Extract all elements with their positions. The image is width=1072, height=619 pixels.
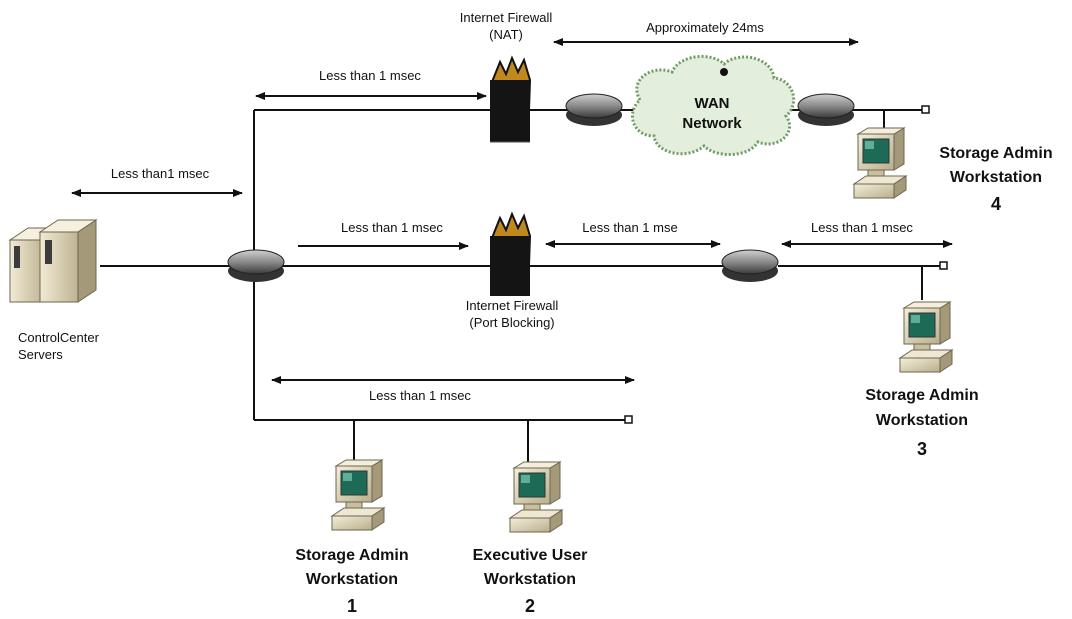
terminator-bottom: [624, 415, 633, 424]
ws2-label-line1: Executive User: [473, 547, 588, 564]
ws1-label-line1: Storage Admin: [295, 547, 408, 564]
firewall-nat-label-2: (NAT): [489, 27, 523, 42]
router-top-right: [797, 93, 855, 126]
terminator-mid: [939, 261, 948, 270]
firewall-port-blocking: [490, 211, 532, 296]
ws1-number: 1: [347, 596, 357, 616]
workstation-icon-4: [852, 127, 908, 199]
workstation-icon-3: [898, 301, 954, 373]
wan-label-1: WAN: [695, 95, 730, 112]
servers-label-2: Servers: [18, 347, 63, 362]
terminator-top: [921, 105, 930, 114]
ws4-number: 4: [991, 194, 1001, 214]
ws3-number: 3: [917, 439, 927, 459]
latency-label-nat-ws4: Approximately 24ms: [646, 20, 764, 35]
firewall-port-label-2: (Port Blocking): [469, 315, 554, 330]
ws3-label-line1: Storage Admin: [865, 387, 978, 404]
ws1-label-line2: Workstation: [306, 571, 398, 588]
ws2-label-line2: Workstation: [484, 571, 576, 588]
servers-label-1: ControlCenter: [18, 330, 100, 345]
ws2-number: 2: [525, 596, 535, 616]
wan-cloud: WAN Network: [631, 54, 796, 157]
ws4-label-line2: Workstation: [950, 169, 1042, 186]
workstation-icon-2: [508, 461, 564, 533]
router-top-left: [565, 93, 623, 126]
latency-label-router-ws3: Less than 1 msec: [811, 220, 913, 235]
firewall-nat: [490, 55, 532, 143]
firewall-nat-label-1: Internet Firewall: [460, 10, 553, 25]
ws3-label-line2: Workstation: [876, 412, 968, 429]
latency-label-servers-hub: Less than1 msec: [111, 166, 210, 181]
latency-label-portblock-router: Less than 1 mse: [582, 220, 677, 235]
router-mid: [721, 249, 779, 282]
servers-icon: [8, 219, 98, 303]
ws4-label-line1: Storage Admin: [939, 145, 1052, 162]
latency-label-bottom-lan: Less than 1 msec: [369, 388, 471, 403]
router-hub: [227, 249, 285, 282]
firewall-port-label-1: Internet Firewall: [466, 298, 559, 313]
wan-label-2: Network: [682, 115, 742, 132]
latency-label-hub-portblock: Less than 1 msec: [341, 220, 443, 235]
latency-label-hub-nat: Less than 1 msec: [319, 68, 421, 83]
workstation-icon-1: [330, 459, 386, 531]
